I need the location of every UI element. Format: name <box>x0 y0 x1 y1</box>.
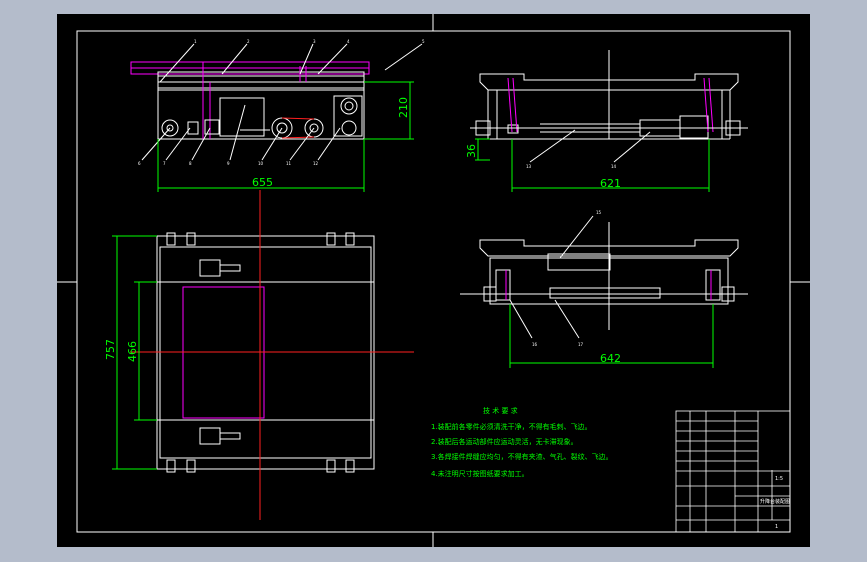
sheet-value: 1 <box>775 524 778 530</box>
drawing-paper <box>57 14 810 547</box>
balloon: 15 <box>596 210 602 215</box>
balloon: 7 <box>163 161 166 166</box>
front-balloons: 1 2 3 4 5 6 7 8 9 10 11 12 <box>138 39 425 166</box>
balloon: 3 <box>313 39 316 44</box>
dim-plan-outer: 757 <box>104 339 117 360</box>
balloon: 13 <box>526 164 532 169</box>
balloon: 6 <box>138 161 141 166</box>
balloon: 5 <box>422 39 425 44</box>
front-dimensions <box>157 81 414 192</box>
title-block <box>675 410 791 533</box>
balloon: 8 <box>189 161 192 166</box>
notes-line: 3.各焊接件焊缝应均匀，不得有夹渣、气孔、裂纹、飞边。 <box>431 452 613 461</box>
balloon: 9 <box>227 161 230 166</box>
balloon: 4 <box>347 39 350 44</box>
scale-value: 1:5 <box>775 476 783 482</box>
side-view-lower <box>479 215 739 339</box>
side-dimensions <box>475 138 710 192</box>
lower-magenta <box>505 270 712 300</box>
balloon: 12 <box>313 161 319 166</box>
lower-dimensions <box>509 304 714 368</box>
technical-notes: 技 术 要 求 1.装配前各零件必须清洗干净，不得有毛刺、飞边。 2.装配后各运… <box>431 406 613 478</box>
dim-front-height: 210 <box>397 97 410 118</box>
dim-front-width: 655 <box>252 176 273 189</box>
balloon: 17 <box>578 342 584 347</box>
balloon: 11 <box>286 161 292 166</box>
balloon: 10 <box>258 161 264 166</box>
notes-heading: 技 术 要 求 <box>483 406 518 415</box>
dim-lower-width: 642 <box>600 352 621 365</box>
side-view-magenta <box>507 77 714 133</box>
drawing-title: 升降台装配图 <box>760 498 790 505</box>
balloon: 16 <box>532 342 538 347</box>
balloon: 1 <box>194 39 197 44</box>
lower-center-lines <box>460 222 748 330</box>
dim-side-width: 621 <box>600 177 621 190</box>
notes-line: 1.装配前各零件必须清洗干净，不得有毛刺、飞边。 <box>431 422 592 431</box>
base-frame <box>157 81 365 140</box>
dim-plan-inner: 466 <box>126 341 139 362</box>
front-view <box>130 43 423 161</box>
balloon: 14 <box>611 164 617 169</box>
notes-line: 4.未注明尺寸按图纸要求加工。 <box>431 469 529 478</box>
title-block-text: 升降台装配图 1:5 1 <box>760 476 790 530</box>
balloon: 2 <box>247 39 250 44</box>
side-center-lines <box>470 50 748 139</box>
dim-side-height: 36 <box>465 144 478 158</box>
plan-dimensions <box>112 235 157 470</box>
notes-line: 2.装配后各运动部件应运动灵活，无卡滞现象。 <box>431 437 578 446</box>
